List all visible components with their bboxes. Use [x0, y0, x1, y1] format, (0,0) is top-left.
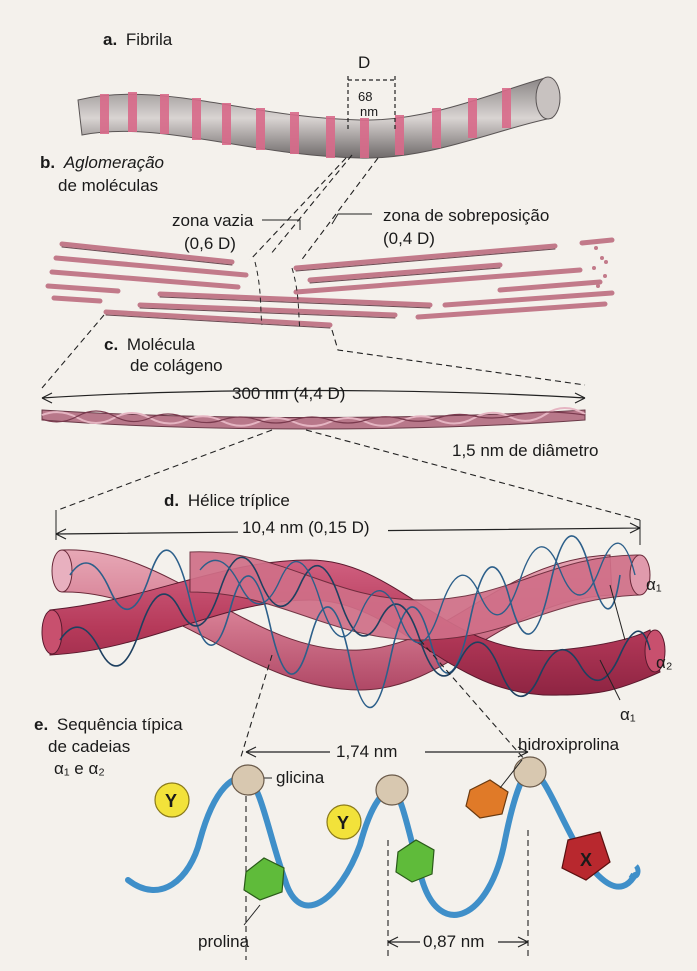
spacing-label: 0,87 nm: [423, 932, 484, 951]
section-c-title-1: c. Molécula: [104, 335, 196, 354]
residue-y-2-label: Y: [337, 813, 349, 833]
section-e-label-1: Sequência típica: [57, 715, 183, 734]
chain-alpha2: α₂: [656, 653, 672, 672]
section-a-letter: a.: [103, 30, 117, 49]
strand-end-2: [42, 610, 62, 654]
strand-end-1: [52, 550, 72, 592]
section-b-label-2: de moléculas: [58, 176, 158, 195]
d-unit: nm: [360, 104, 378, 119]
proline-2: [396, 840, 434, 882]
section-e-label-3: α₁ e α₂: [54, 759, 105, 778]
pitch-label: 10,4 nm (0,15 D): [242, 518, 370, 537]
molecule-diameter: 1,5 nm de diâmetro: [452, 441, 598, 460]
hydroxyproline-label: hidroxiprolina: [518, 735, 620, 754]
glycine-label: glicina: [276, 768, 325, 787]
overlap-zone-pointer: [332, 214, 372, 224]
d-period-label: D: [358, 53, 370, 72]
gap-zone-label: zona vazia: [172, 211, 254, 230]
glycine-1: [232, 765, 264, 795]
section-c-label-2: de colágeno: [130, 356, 223, 375]
section-e-letter: e.: [34, 715, 48, 734]
triple-helix: [42, 536, 665, 708]
chain-alpha1-top: α₁: [646, 575, 662, 594]
section-b-letter: b.: [40, 153, 55, 172]
section-c-letter: c.: [104, 335, 118, 354]
section-a-label: Fibrila: [126, 30, 173, 49]
section-d-letter: d.: [164, 491, 179, 510]
residue-x-label: X: [580, 850, 592, 870]
section-a-title: a. Fibrila: [103, 30, 173, 49]
collagen-molecule: [42, 408, 585, 429]
glycine-3: [514, 757, 546, 787]
section-b-label-1: Aglomeração: [63, 153, 164, 172]
section-c-label-1: Molécula: [127, 335, 196, 354]
section-e-label-2: de cadeias: [48, 737, 130, 756]
fibril-body: [78, 78, 552, 158]
gap-zone-value: (0,6 D): [184, 234, 236, 253]
overlap-zone-value: (0,4 D): [383, 229, 435, 248]
section-e-title-1: e. Sequência típica: [34, 715, 183, 734]
section-d-title: d. Hélice tríplice: [164, 491, 290, 510]
fibril: a. Fibrila D 68 nm: [78, 30, 560, 158]
connector-a-b: [250, 155, 378, 262]
fibril-end: [536, 77, 560, 119]
molecule-array: [48, 240, 612, 325]
glycine-2: [376, 775, 408, 805]
overlap-zone-label: zona de sobreposição: [383, 206, 549, 225]
chain-end-hook: [630, 866, 638, 876]
section-b-title-1: b. Aglomeração: [40, 153, 164, 172]
repeat-label: 1,74 nm: [336, 742, 397, 761]
residue-y-1-label: Y: [165, 791, 177, 811]
section-d-label: Hélice tríplice: [188, 491, 290, 510]
d-value: 68: [358, 89, 372, 104]
molecule-length: 300 nm (4,4 D): [232, 384, 345, 403]
chain-alpha1-bottom: α₁: [620, 705, 636, 724]
proline-label: prolina: [198, 932, 250, 951]
